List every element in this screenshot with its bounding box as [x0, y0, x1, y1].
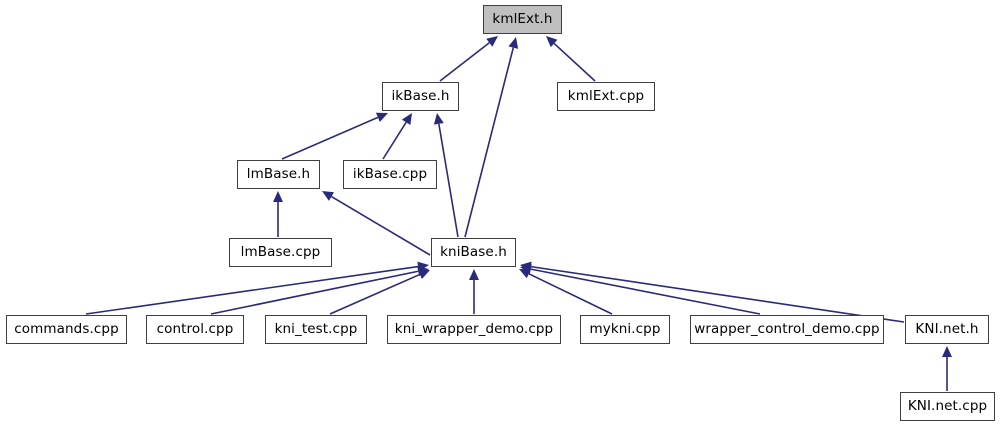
node-wrapper_control_demo_cpp[interactable]: wrapper_control_demo.cpp — [690, 315, 884, 344]
node-kni_wrapper_demo_cpp[interactable]: kni_wrapper_demo.cpp — [387, 315, 561, 344]
arrowhead — [520, 261, 532, 272]
node-label: control.cpp — [156, 320, 234, 337]
edge-kni_wrapper_demo_cpp-to-kniBase_h — [469, 269, 479, 314]
node-ikBase_cpp[interactable]: ikBase.cpp — [343, 160, 437, 189]
node-kmlExt_cpp[interactable]: kmlExt.cpp — [557, 82, 655, 111]
edge-lmBase_h-to-ikBase_h — [281, 112, 388, 160]
edge-ikBase_cpp-to-ikBase_h — [382, 113, 412, 160]
node-label: commands.cpp — [14, 320, 119, 337]
arrowhead — [273, 191, 283, 202]
node-label: kmlExt.cpp — [567, 87, 645, 104]
node-label: lmBase.h — [246, 165, 311, 182]
edge-kniBase_h-to-lmBase_h — [322, 191, 431, 256]
node-kni_test_cpp[interactable]: kni_test.cpp — [265, 315, 367, 344]
edge-lmBase_cpp-to-lmBase_h — [273, 191, 283, 237]
node-commands_cpp[interactable]: commands.cpp — [6, 315, 127, 344]
node-kmlExt_h[interactable]: kmlExt.h — [483, 5, 562, 34]
node-kniBase_h[interactable]: kniBase.h — [431, 238, 516, 267]
edge-commands_cpp-to-kniBase_h — [85, 261, 429, 315]
arrowhead — [375, 112, 388, 122]
node-label: lmBase.cpp — [240, 243, 321, 260]
node-label: ikBase.cpp — [352, 165, 428, 182]
node-label: kni_wrapper_demo.cpp — [394, 320, 554, 337]
edge-kniBase_h-to-kmlExt_h — [464, 37, 519, 238]
node-ikBase_h[interactable]: ikBase.h — [382, 82, 459, 111]
arrowhead — [486, 36, 498, 47]
node-KNI_net_cpp[interactable]: KNI.net.cpp — [900, 392, 995, 421]
edge-kmlExt_cpp-to-kmlExt_h — [546, 36, 596, 82]
arrowhead — [942, 346, 952, 357]
node-label: wrapper_control_demo.cpp — [694, 320, 880, 337]
node-control_cpp[interactable]: control.cpp — [146, 315, 244, 344]
arrowhead — [546, 36, 558, 48]
edge-KNI_net_h-to-kniBase_h — [520, 261, 905, 323]
node-mykni_cpp[interactable]: mykni.cpp — [580, 315, 670, 344]
node-lmBase_h[interactable]: lmBase.h — [237, 160, 320, 189]
arrowhead — [401, 113, 412, 125]
edge-control_cpp-to-kniBase_h — [210, 266, 429, 315]
arrowhead — [417, 269, 430, 280]
node-label: mykni.cpp — [589, 320, 661, 337]
arrowhead — [469, 269, 479, 280]
node-KNI_net_h[interactable]: KNI.net.h — [905, 315, 989, 344]
arrowhead — [433, 113, 444, 125]
arrowhead — [508, 37, 519, 49]
arrowhead — [322, 191, 335, 201]
node-label: kmlExt.h — [492, 10, 553, 27]
edge-KNI_net_cpp-to-KNI_net_h — [942, 346, 952, 391]
edge-wrapper_control_demo_cpp-to-kniBase_h — [520, 264, 761, 315]
node-lmBase_cpp[interactable]: lmBase.cpp — [229, 238, 332, 267]
edge-kni_test_cpp-to-kniBase_h — [329, 269, 430, 315]
node-label: KNI.net.cpp — [907, 397, 988, 414]
edge-kniBase_h-to-ikBase_h — [433, 113, 459, 238]
node-label: kni_test.cpp — [274, 320, 358, 337]
node-label: KNI.net.h — [915, 320, 979, 337]
node-label: ikBase.h — [391, 87, 450, 104]
edge-ikBase_h-to-kmlExt_h — [439, 36, 498, 82]
node-label: kniBase.h — [440, 243, 507, 260]
